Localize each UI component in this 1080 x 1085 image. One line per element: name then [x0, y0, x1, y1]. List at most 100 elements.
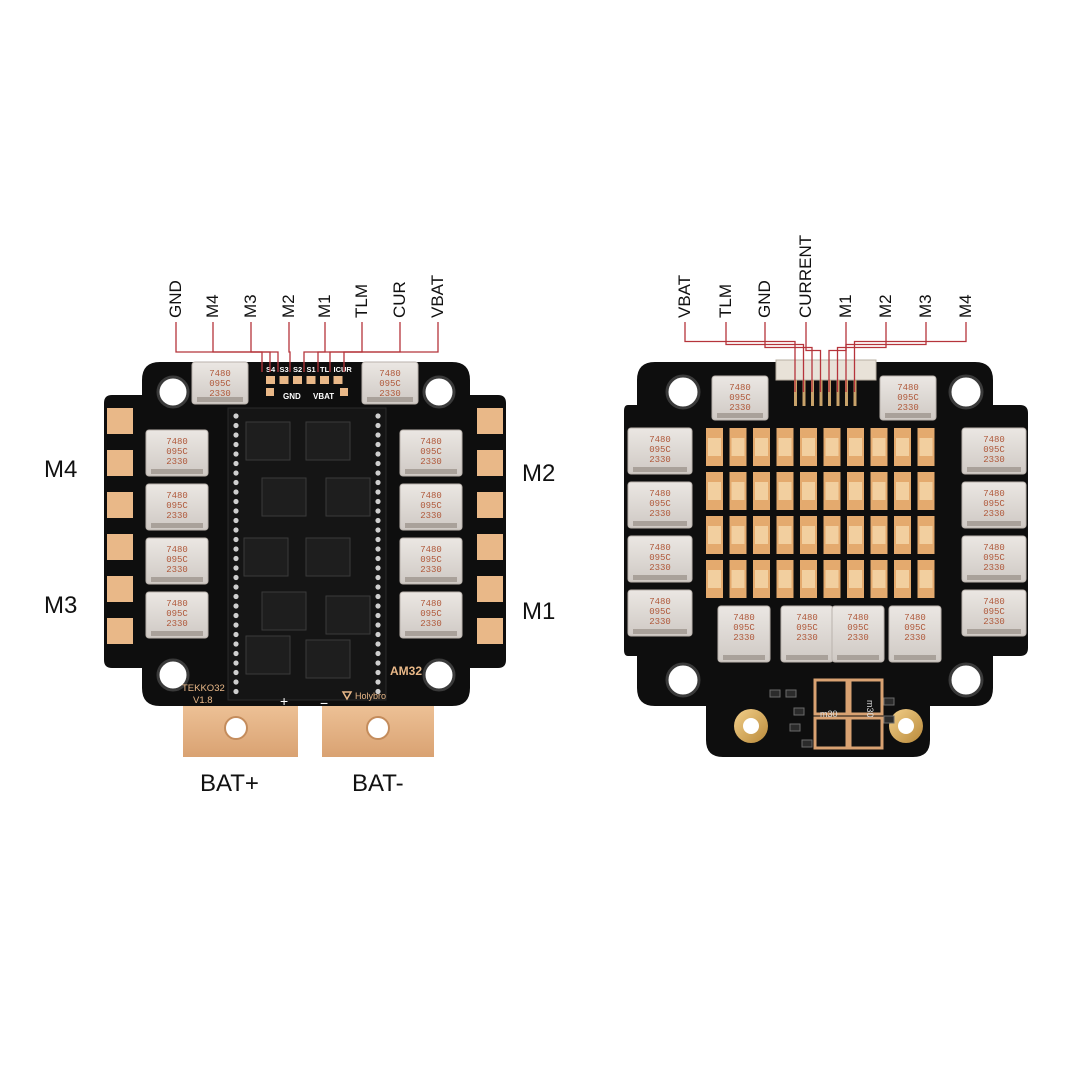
- capacitor-marking: 095C: [649, 499, 671, 509]
- capacitor-marking: 2330: [649, 509, 671, 519]
- capacitor-marking: 7480: [729, 383, 751, 393]
- pin-callout-lines: [684, 322, 967, 392]
- via: [375, 660, 381, 666]
- capacitor-marking: 095C: [983, 607, 1005, 617]
- connector-pin: [794, 380, 797, 406]
- capacitor-marking: 7480: [897, 383, 919, 393]
- via: [233, 470, 239, 476]
- motor-pad: [477, 408, 503, 434]
- via: [233, 622, 239, 628]
- capacitor-marking: 7480: [420, 491, 442, 501]
- silk-version: V1.8: [193, 695, 213, 706]
- capacitor-marking: 2330: [420, 457, 442, 467]
- capacitor-base: [633, 521, 687, 526]
- via: [375, 574, 381, 581]
- via: [233, 451, 239, 457]
- capacitor-marking: 7480: [420, 599, 442, 609]
- capacitor-base: [885, 413, 931, 418]
- via: [375, 669, 381, 676]
- connector-pin: [836, 380, 840, 406]
- via: [233, 593, 239, 600]
- via: [233, 574, 239, 581]
- capacitor-marking: 2330: [209, 389, 231, 399]
- capacitor-body: [145, 591, 209, 639]
- shunt-resistor: [813, 678, 849, 716]
- smd-part: [785, 689, 797, 698]
- via: [233, 479, 239, 486]
- signal-pad: [266, 376, 275, 384]
- ceramic-capacitor-face: [919, 570, 933, 588]
- ceramic-capacitor-face: [755, 526, 768, 544]
- motor-label-m2: M2: [522, 460, 556, 487]
- signal-pad: [293, 376, 302, 384]
- shunt-resistor: [813, 716, 849, 750]
- capacitor-marking: 7480: [733, 613, 755, 623]
- capacitor-marking: 7480: [420, 545, 442, 555]
- ceramic-capacitor-face: [778, 570, 792, 588]
- capacitor-base: [151, 469, 203, 474]
- silk-model: TEKKO32: [182, 683, 225, 694]
- via: [375, 489, 381, 495]
- capacitor-body: [961, 481, 1027, 529]
- capacitor-base: [786, 655, 828, 660]
- connector-pin: [828, 380, 831, 406]
- mosfet-chips: [243, 421, 371, 679]
- capacitor-base: [197, 397, 243, 402]
- via: [375, 688, 381, 695]
- capacitor-marking: 095C: [649, 607, 671, 617]
- ceramic-capacitor-face: [849, 482, 862, 500]
- silk-vbat: VBAT: [313, 392, 334, 401]
- via: [233, 498, 239, 505]
- capacitor-marking: 7480: [649, 597, 671, 607]
- ceramic-capacitor-face: [825, 526, 839, 544]
- capacitor-body: [399, 483, 463, 531]
- via: [375, 536, 381, 543]
- mosfet-chip: [245, 421, 291, 461]
- via: [233, 413, 239, 419]
- ceramic-capacitor-face: [849, 438, 862, 456]
- motor-pad: [477, 450, 503, 476]
- ceramic-capacitor-face: [872, 570, 886, 588]
- capacitor-body: [627, 535, 693, 583]
- callout-line: [684, 322, 796, 392]
- via: [375, 612, 381, 619]
- bat-gold-pad: [898, 718, 914, 734]
- capacitor-marking: 2330: [649, 563, 671, 573]
- capacitor-marking: 7480: [983, 543, 1005, 553]
- motor-pad: [477, 534, 503, 560]
- signal-pad: [340, 388, 348, 396]
- motor-pad: [107, 408, 133, 434]
- via: [375, 432, 381, 438]
- capacitor-base: [837, 655, 879, 660]
- capacitor-marking: 7480: [166, 545, 188, 555]
- wire-label: TLM: [716, 284, 735, 318]
- via: [375, 470, 381, 476]
- mosfet-chip: [305, 537, 351, 577]
- via: [233, 432, 239, 438]
- ceramic-capacitor-face: [802, 526, 815, 544]
- capacitor-marking: 2330: [733, 633, 755, 643]
- bat-gold-pad: [743, 718, 759, 734]
- silk-pad-label: S4: [266, 365, 276, 374]
- capacitor-body: [717, 605, 771, 663]
- capacitor-base: [717, 413, 763, 418]
- mosfet-chip: [305, 639, 351, 679]
- motor-pad: [107, 492, 133, 518]
- wire-label: M3: [916, 294, 935, 318]
- capacitor-marking: 2330: [420, 511, 442, 521]
- via: [233, 603, 239, 609]
- mount-hole: [665, 374, 701, 410]
- capacitor-marking: 2330: [904, 633, 926, 643]
- capacitor-body: [145, 483, 209, 531]
- motor-label-m1: M1: [522, 598, 556, 625]
- capacitor-marking: 095C: [983, 445, 1005, 455]
- signal-pad: [333, 376, 343, 384]
- callout-line: [845, 322, 927, 392]
- ceramic-capacitor-face: [896, 570, 909, 588]
